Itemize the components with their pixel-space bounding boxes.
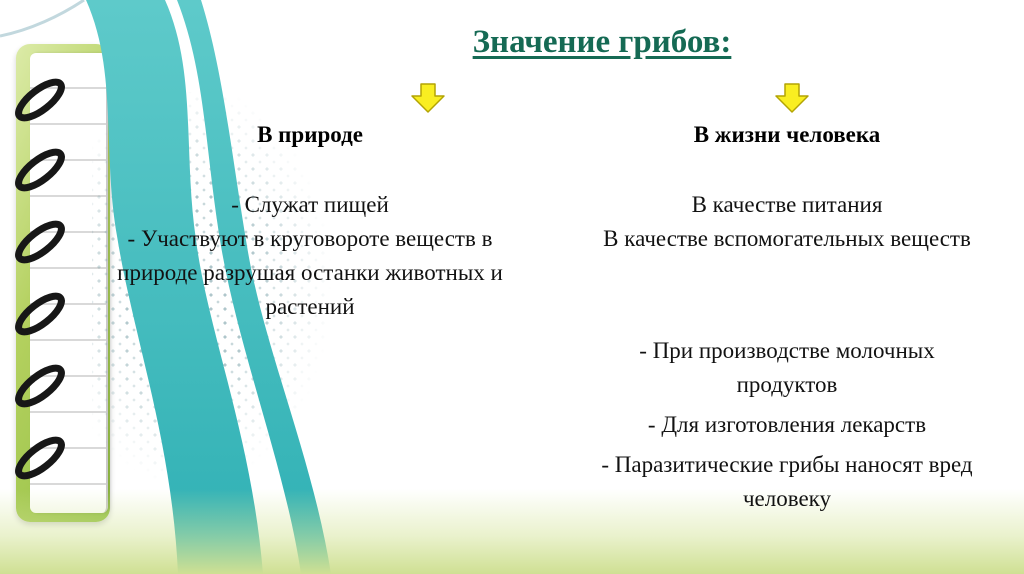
- spiral-binding-icon: [15, 78, 65, 480]
- list-item: - При производстве молочных продуктов: [639, 338, 935, 397]
- corner-line-decoration: [0, 0, 85, 38]
- slide-title: Значение грибов:: [472, 24, 732, 60]
- bottom-gradient-decoration: [0, 489, 1024, 574]
- right-column-heading: В жизни человека: [693, 122, 881, 147]
- left-column: В природе - Служат пищей - Участвуют в к…: [100, 120, 520, 324]
- list-item: - Паразитические грибы наносят вред чело…: [601, 452, 973, 511]
- list-item: В качестве вспомогательных веществ: [603, 226, 971, 251]
- right-column: В жизни человека В качестве питания В ка…: [588, 120, 986, 516]
- ribbon-thin: [177, 0, 331, 574]
- list-item: - Участвуют в круговороте веществ в прир…: [117, 226, 503, 319]
- list-item: - Служат пищей: [231, 192, 389, 217]
- ribbon-wide: [86, 0, 263, 574]
- down-arrow-icon: [411, 83, 445, 113]
- list-item: В качестве питания: [691, 192, 883, 217]
- down-arrow-icon: [775, 83, 809, 113]
- list-item: - Для изготовления лекарств: [647, 412, 927, 437]
- left-column-heading: В природе: [257, 122, 363, 147]
